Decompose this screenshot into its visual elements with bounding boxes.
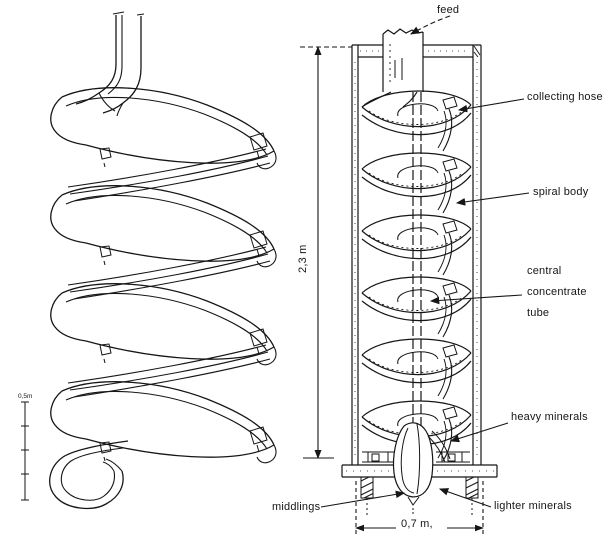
base-shelves (362, 452, 470, 462)
dimension-height-2-3-m (300, 46, 352, 459)
left-scale-label: 0,5m (18, 393, 33, 400)
left-spiral-turn-1 (50, 87, 277, 170)
frame (352, 45, 481, 465)
right-sectional-drawing (342, 29, 497, 516)
central-concentrate-tube-lines (413, 92, 421, 449)
section-turn-2 (361, 152, 472, 214)
left-discharge-chute (50, 441, 128, 508)
left-scale-bar (21, 402, 29, 500)
left-spiral-return-2 (67, 246, 271, 300)
collecting-hose-leader-arrow (457, 99, 524, 113)
heavy-minerals-label: heavy minerals (511, 411, 588, 423)
central-concentrate-tube-label-line2: concentrate (527, 286, 587, 298)
dimension-width-0-7-m (355, 481, 484, 534)
middlings-leader-arrow (321, 490, 406, 507)
width-dimension-label: 0,7 m, (401, 518, 433, 530)
central-tube-leader-arrow (429, 295, 522, 305)
left-spiral-return-1 (67, 148, 271, 202)
heavy-minerals-leader-arrow (449, 423, 508, 443)
section-turn-5 (361, 338, 472, 400)
section-turn-3 (361, 214, 472, 276)
lighter-minerals-leader-arrow (438, 488, 491, 507)
central-concentrate-tube-label-line1: central (527, 265, 562, 277)
spiral-body-label: spiral body (533, 186, 589, 198)
lighter-minerals-label: lighter minerals (494, 500, 572, 512)
feed-label: feed (437, 4, 460, 16)
discharge-pot (393, 423, 450, 515)
left-spiral-turn-3 (50, 283, 277, 366)
support-feet (361, 477, 478, 516)
section-turn-1 (361, 90, 472, 152)
left-spiral-turn-4 (50, 381, 277, 464)
feed-box (362, 29, 423, 107)
left-spiral-turn-2 (50, 185, 277, 268)
section-turn-4 (361, 276, 472, 338)
feed-leader-arrow (410, 16, 450, 35)
left-spiral-return-3 (67, 344, 271, 398)
middlings-label: middlings (272, 501, 321, 513)
collecting-hose-label: collecting hose (527, 91, 603, 103)
leader-arrows (321, 16, 529, 507)
left-spiral-perspective-drawing (21, 12, 277, 508)
spiral-body-leader-arrow (455, 193, 529, 206)
left-feed-pipe (76, 12, 144, 116)
central-concentrate-tube-label-line3: tube (527, 307, 550, 319)
height-dimension-label: 2,3 m (297, 244, 309, 273)
